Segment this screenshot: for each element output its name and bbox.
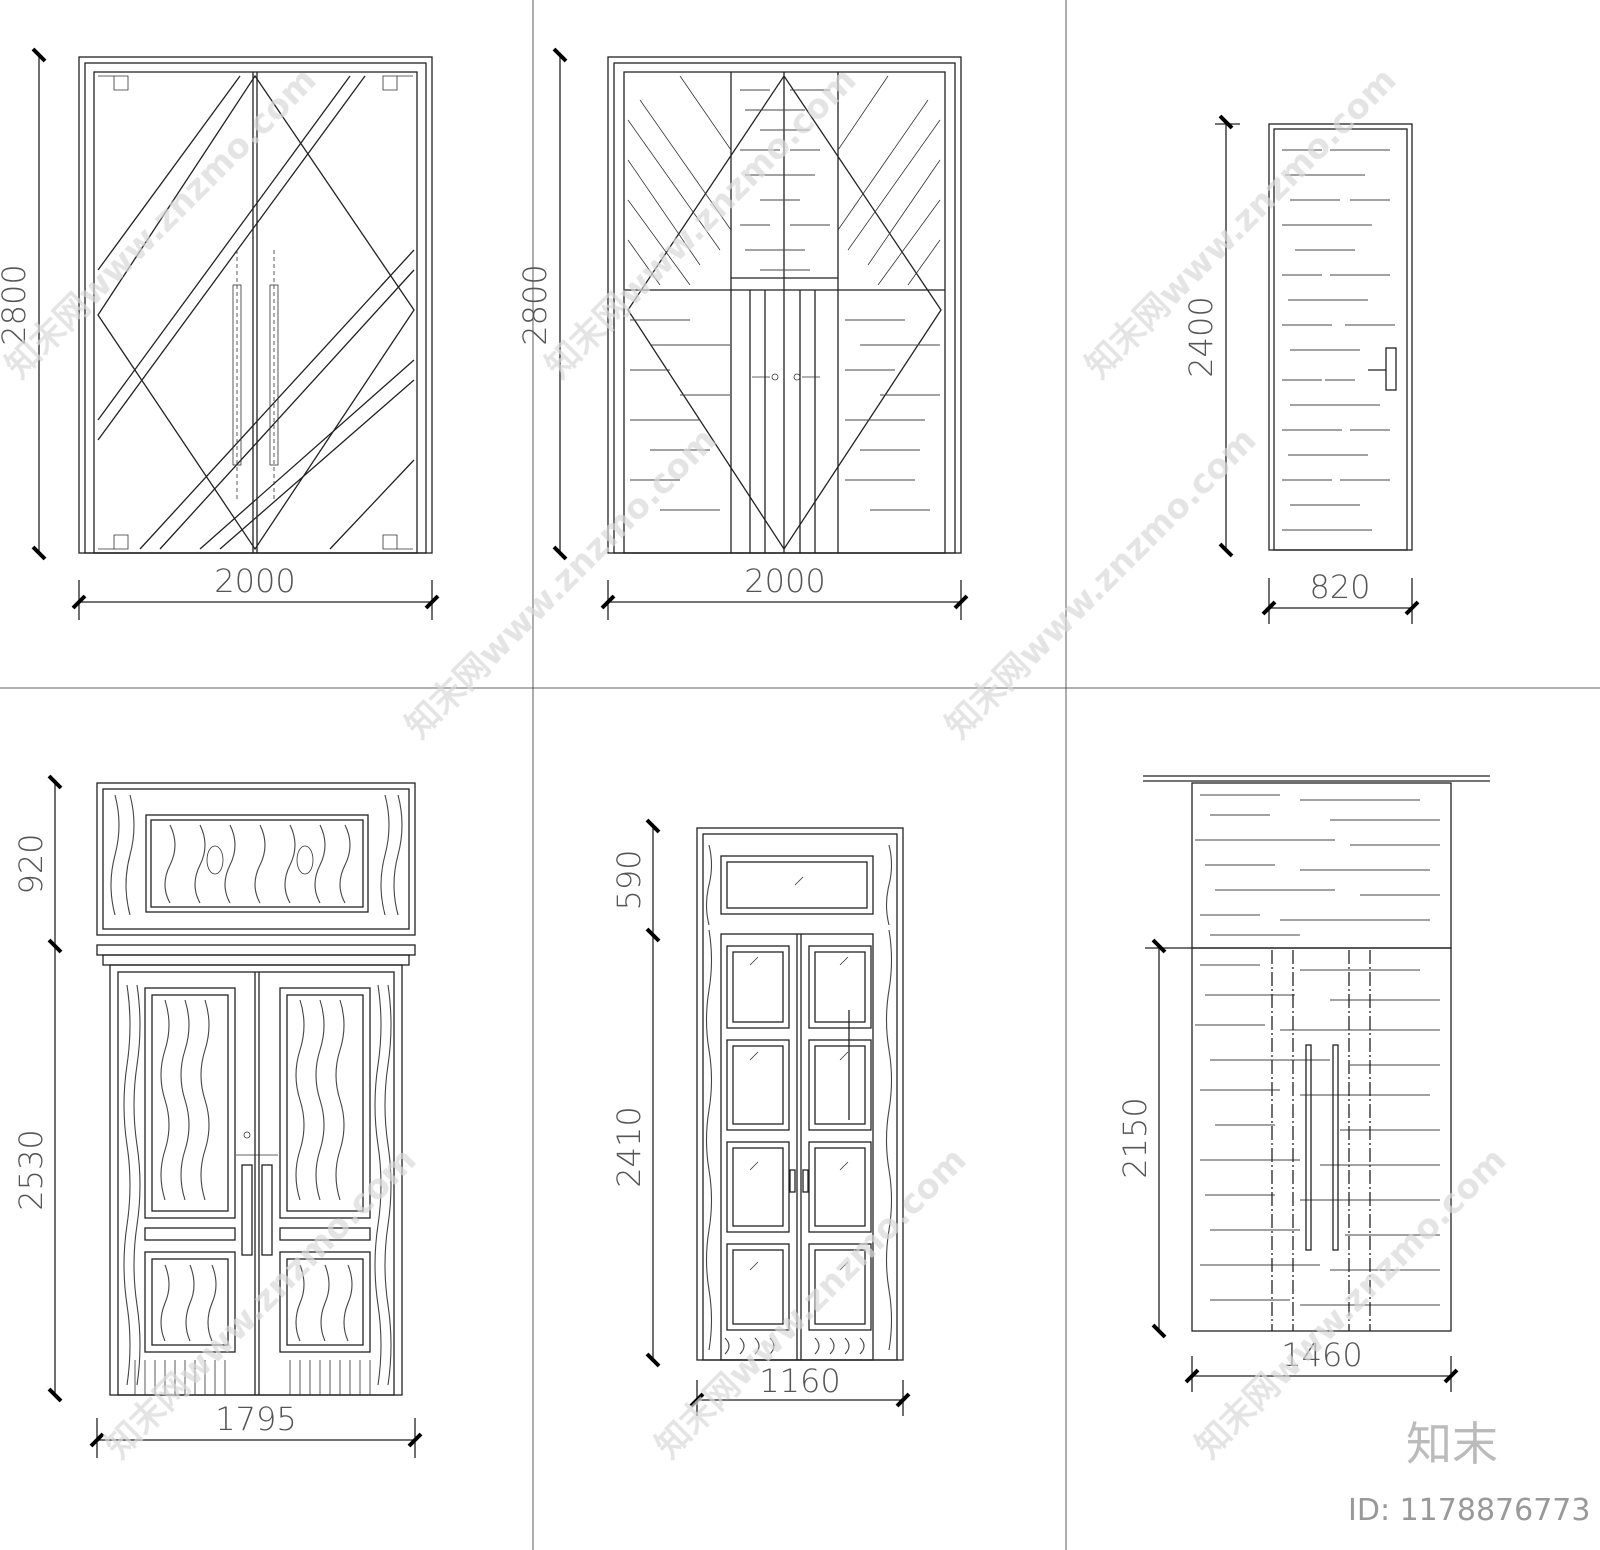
height-dimension-3: 2400 bbox=[1182, 114, 1240, 558]
height-label-1: 2800 bbox=[0, 264, 33, 345]
width-label-2: 2000 bbox=[744, 562, 825, 600]
door-drawing-4 bbox=[96, 782, 416, 1396]
height-dimension-6: 2150 bbox=[1116, 938, 1192, 1339]
panel-wood-double-door-diamond: 2800 2000 bbox=[516, 47, 969, 620]
door-drawing-5 bbox=[696, 827, 904, 1361]
width-label-1: 2000 bbox=[214, 562, 295, 600]
height-label-3: 2400 bbox=[1182, 296, 1220, 377]
height-label-5: 2410 bbox=[610, 1106, 648, 1187]
width-dimension-1: 2000 bbox=[71, 562, 440, 620]
width-dimension-3: 820 bbox=[1261, 568, 1420, 624]
transom-dimension-5: 590 2410 bbox=[610, 818, 661, 1368]
width-label-4: 1795 bbox=[215, 1400, 296, 1438]
brand-corner: 知末 ID: 1178876773 bbox=[1348, 1417, 1590, 1528]
width-dimension-6: 1460 bbox=[1184, 1336, 1459, 1392]
width-label-3: 820 bbox=[1309, 568, 1370, 606]
glass-panes-right bbox=[808, 945, 872, 1331]
watermarks: 知末网www.znzmo.com 知末网www.znzmo.com 知末网www… bbox=[0, 60, 1514, 1466]
height-dimension-2: 2800 bbox=[516, 47, 568, 561]
transom-label-5: 590 bbox=[610, 849, 648, 910]
door-drawing-3 bbox=[1268, 123, 1413, 551]
door-drawing-6 bbox=[1143, 775, 1490, 1332]
panel-glass-double-door: 2800 2000 bbox=[0, 47, 440, 620]
door-drawing-2 bbox=[607, 56, 962, 554]
width-dimension-4: 1795 bbox=[89, 1400, 423, 1458]
height-label-4: 2530 bbox=[12, 1129, 50, 1210]
panel-single-wood-door: 2400 820 bbox=[1182, 114, 1420, 624]
watermark-text: 知末网www.znzmo.com bbox=[398, 420, 724, 746]
panel-carved-double-door-transom: 920 2530 1795 bbox=[12, 774, 423, 1458]
glass-panes-left bbox=[726, 945, 790, 1331]
brand-logo: 知末 bbox=[1406, 1417, 1498, 1471]
panel-wood-double-door-overpanel: 2150 1460 bbox=[1116, 775, 1490, 1392]
height-label-6: 2150 bbox=[1116, 1097, 1154, 1178]
door-drawing-1 bbox=[78, 56, 433, 554]
height-dimension-1: 2800 bbox=[0, 47, 47, 561]
width-dimension-5: 1160 bbox=[689, 1362, 911, 1416]
watermark-text: 知末网www.znzmo.com bbox=[0, 60, 324, 386]
panel-glass-door-transom: 590 2410 1160 bbox=[610, 818, 911, 1416]
height-label-2: 2800 bbox=[516, 264, 554, 345]
transom-label-4: 920 bbox=[12, 833, 50, 894]
width-label-6: 1460 bbox=[1281, 1336, 1362, 1374]
width-dimension-2: 2000 bbox=[600, 562, 969, 620]
transom-dimension-4: 920 2530 bbox=[12, 774, 63, 1403]
width-label-5: 1160 bbox=[759, 1362, 840, 1400]
image-id: ID: 1178876773 bbox=[1348, 1493, 1590, 1528]
watermark-text: 知末网www.znzmo.com bbox=[1078, 60, 1404, 386]
watermark-text: 知末网www.znzmo.com bbox=[938, 420, 1264, 746]
